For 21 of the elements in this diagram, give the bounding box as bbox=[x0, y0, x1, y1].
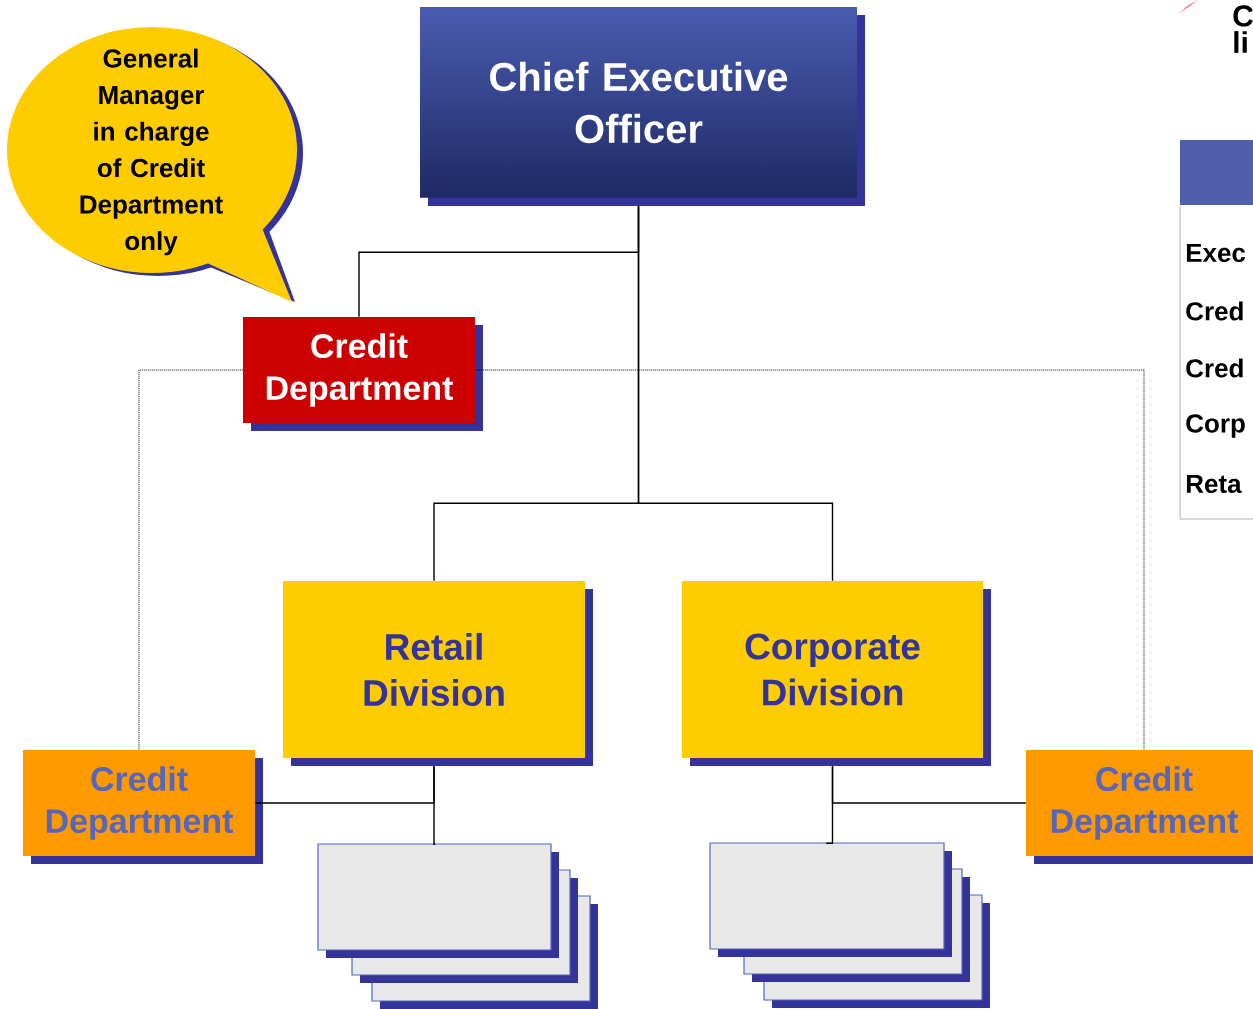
heading-text: li bbox=[1234, 31, 1247, 53]
connector-line bbox=[831, 765, 1027, 804]
table-cell: Cred bbox=[1186, 358, 1243, 378]
division-box: Corporate Division bbox=[682, 581, 991, 766]
connector-line bbox=[138, 369, 244, 751]
heading-text: C bbox=[1233, 5, 1253, 27]
table-cell: Exec bbox=[1186, 243, 1246, 263]
division-box: Retail Division bbox=[283, 581, 593, 766]
department-box: Credit Department bbox=[23, 750, 263, 864]
connector-line bbox=[637, 205, 834, 582]
department-box: Credit Department bbox=[243, 317, 483, 431]
table-cell: Reta bbox=[1186, 474, 1242, 494]
speech-bubble: General Manager in charge of Credit Department only bbox=[7, 27, 303, 302]
executive-box: Chief Executive Officer bbox=[420, 7, 865, 206]
table-cell: Cred bbox=[1186, 301, 1243, 321]
connector-line bbox=[254, 765, 435, 804]
stacked-boxes-drawing bbox=[317, 843, 598, 1009]
table-cell: Corp bbox=[1186, 414, 1245, 438]
connector-line bbox=[474, 369, 1145, 751]
department-box: Credit Department bbox=[1026, 750, 1253, 864]
stacked-boxes-drawing bbox=[709, 842, 990, 1008]
